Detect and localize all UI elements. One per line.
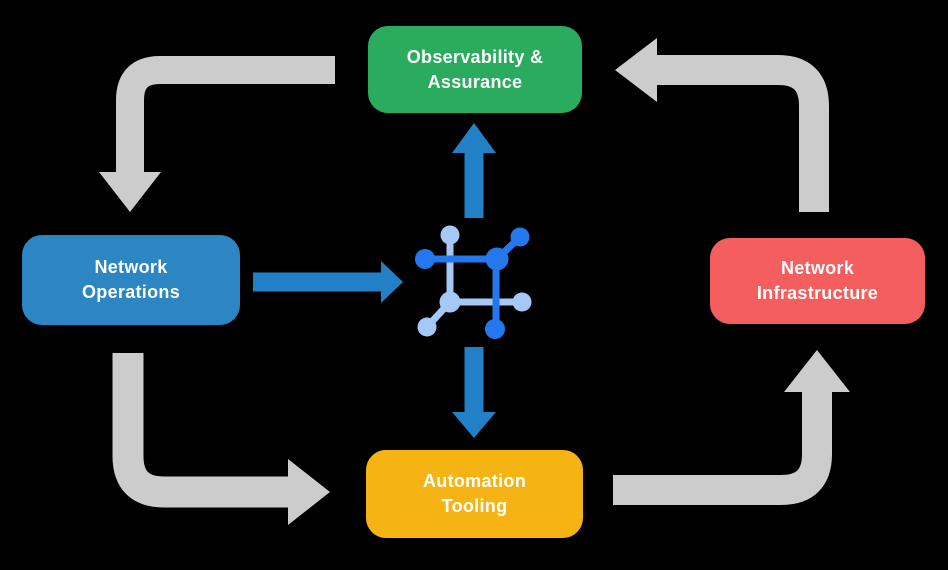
arrow-observability-to-operations <box>99 56 335 212</box>
node-label-line: Tooling <box>441 496 508 516</box>
arrow-operations-to-center <box>253 261 403 303</box>
node-label-line: Assurance <box>427 71 523 92</box>
node-network-infrastructure: Network Infrastructure <box>710 238 925 324</box>
node-label-line: Operations <box>81 282 181 302</box>
node-label-line: Automation <box>423 471 526 491</box>
node-observability-assurance: Observability & Assurance <box>368 26 582 113</box>
node-network-operations: Network Operations <box>22 235 240 325</box>
arrow-center-to-automation <box>452 347 496 438</box>
network-mesh-icon-dark-part <box>415 227 530 339</box>
node-label-line: Network <box>94 257 168 277</box>
arrow-center-to-observability <box>452 123 496 218</box>
node-automation-tooling: Automation Tooling <box>366 450 583 538</box>
network-mesh-icon-light-part <box>417 225 532 337</box>
arrow-operations-to-automation <box>112 353 330 525</box>
arrow-infrastructure-to-observability <box>615 38 829 212</box>
node-label-line: Observability & <box>406 46 544 67</box>
node-label-line: Network <box>780 258 855 278</box>
arrow-automation-to-infrastructure <box>613 350 850 505</box>
node-label-line: Infrastructure <box>756 283 879 303</box>
network-mesh-icon <box>415 225 532 339</box>
